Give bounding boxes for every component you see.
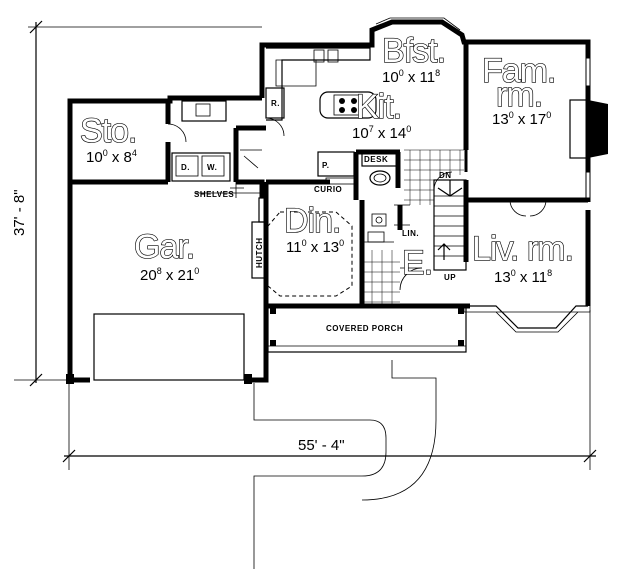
garage-size: 208 x 210 (140, 266, 199, 284)
desk-label: DESK (364, 155, 388, 164)
cooktop-icon (333, 94, 363, 116)
hutch-label: HUTCH (255, 238, 264, 269)
living-room-bay-window (463, 305, 591, 333)
stairs (433, 171, 467, 271)
dining-name: Din. (284, 202, 340, 240)
overall-width-text: 55' - 4" (298, 437, 345, 454)
fireplace (569, 99, 608, 159)
family-room-size: 130 x 170 (492, 110, 551, 128)
stairs-up-label: UP (444, 273, 456, 282)
covered-porch (267, 305, 467, 353)
family-room-name-line1: Fam. (482, 52, 555, 90)
entry-name: E. (402, 244, 432, 282)
interior-walls (262, 42, 588, 306)
refrigerator-label: R. (271, 99, 280, 108)
kitchen-name: Kit. (356, 88, 401, 126)
curio-label: CURIO (314, 185, 342, 194)
pantry-label: P. (322, 161, 330, 170)
overall-width-dimension-line (62, 310, 597, 470)
living-room-size: 130 x 118 (494, 268, 552, 286)
driveway-walkway (253, 360, 437, 569)
linen-label: LIN. (402, 229, 419, 238)
kitchen-size: 107 x 140 (352, 124, 411, 142)
kitchen-island (319, 91, 377, 119)
stairs-down-label: DN (439, 171, 452, 180)
covered-porch-label: COVERED PORCH (326, 324, 403, 333)
overall-depth-text: 37' - 8" (11, 189, 28, 236)
dining-size: 110 x 130 (286, 238, 344, 256)
living-room-name: Liv. rm. (472, 230, 573, 268)
washer-label: W. (207, 163, 217, 172)
tile-floor-pattern (364, 149, 464, 306)
garage-door (93, 313, 245, 381)
breakfast-size: 100 x 118 (382, 68, 440, 86)
toilet-icon (369, 170, 391, 186)
dryer-label: D. (181, 163, 190, 172)
overall-depth-dimension-line (14, 20, 262, 387)
storage-name: Sto. (80, 112, 136, 150)
storage-walls (70, 101, 265, 198)
garage-name: Gar. (134, 228, 194, 266)
refrigerator (265, 87, 285, 119)
shelves-label: SHELVES (194, 190, 234, 199)
dining-area-outline (267, 211, 353, 297)
breakfast-name: Bfst. (382, 32, 445, 70)
family-room-name-line2: rm. (496, 76, 542, 114)
storage-size: 100 x 84 (86, 148, 137, 166)
